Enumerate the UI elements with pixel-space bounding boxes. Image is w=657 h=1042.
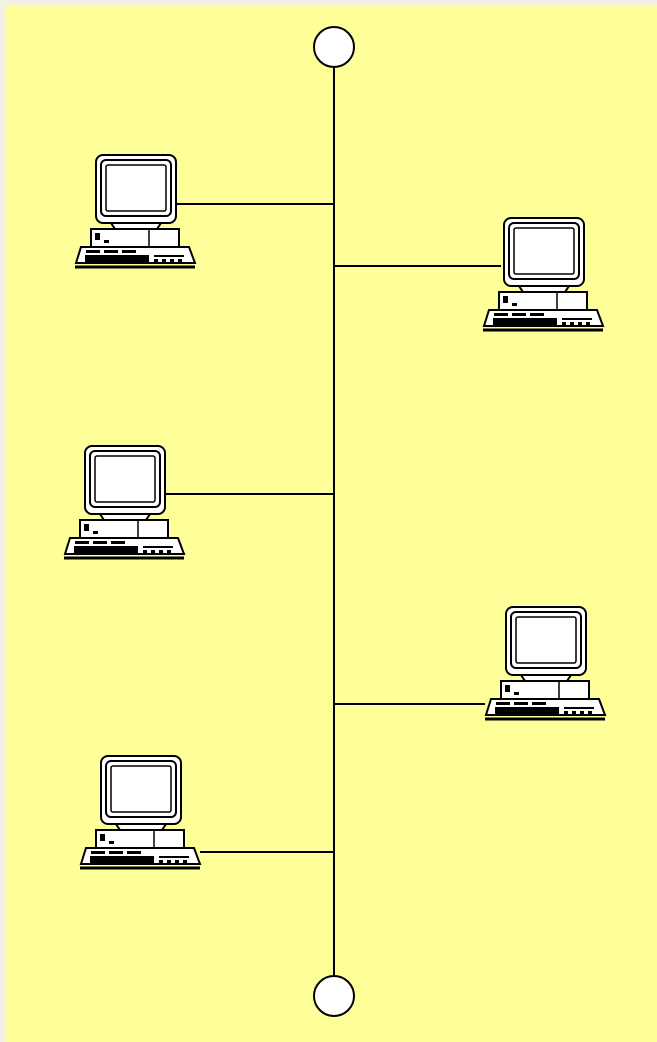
terminator-bottom xyxy=(314,976,354,1016)
terminator-top xyxy=(314,27,354,67)
